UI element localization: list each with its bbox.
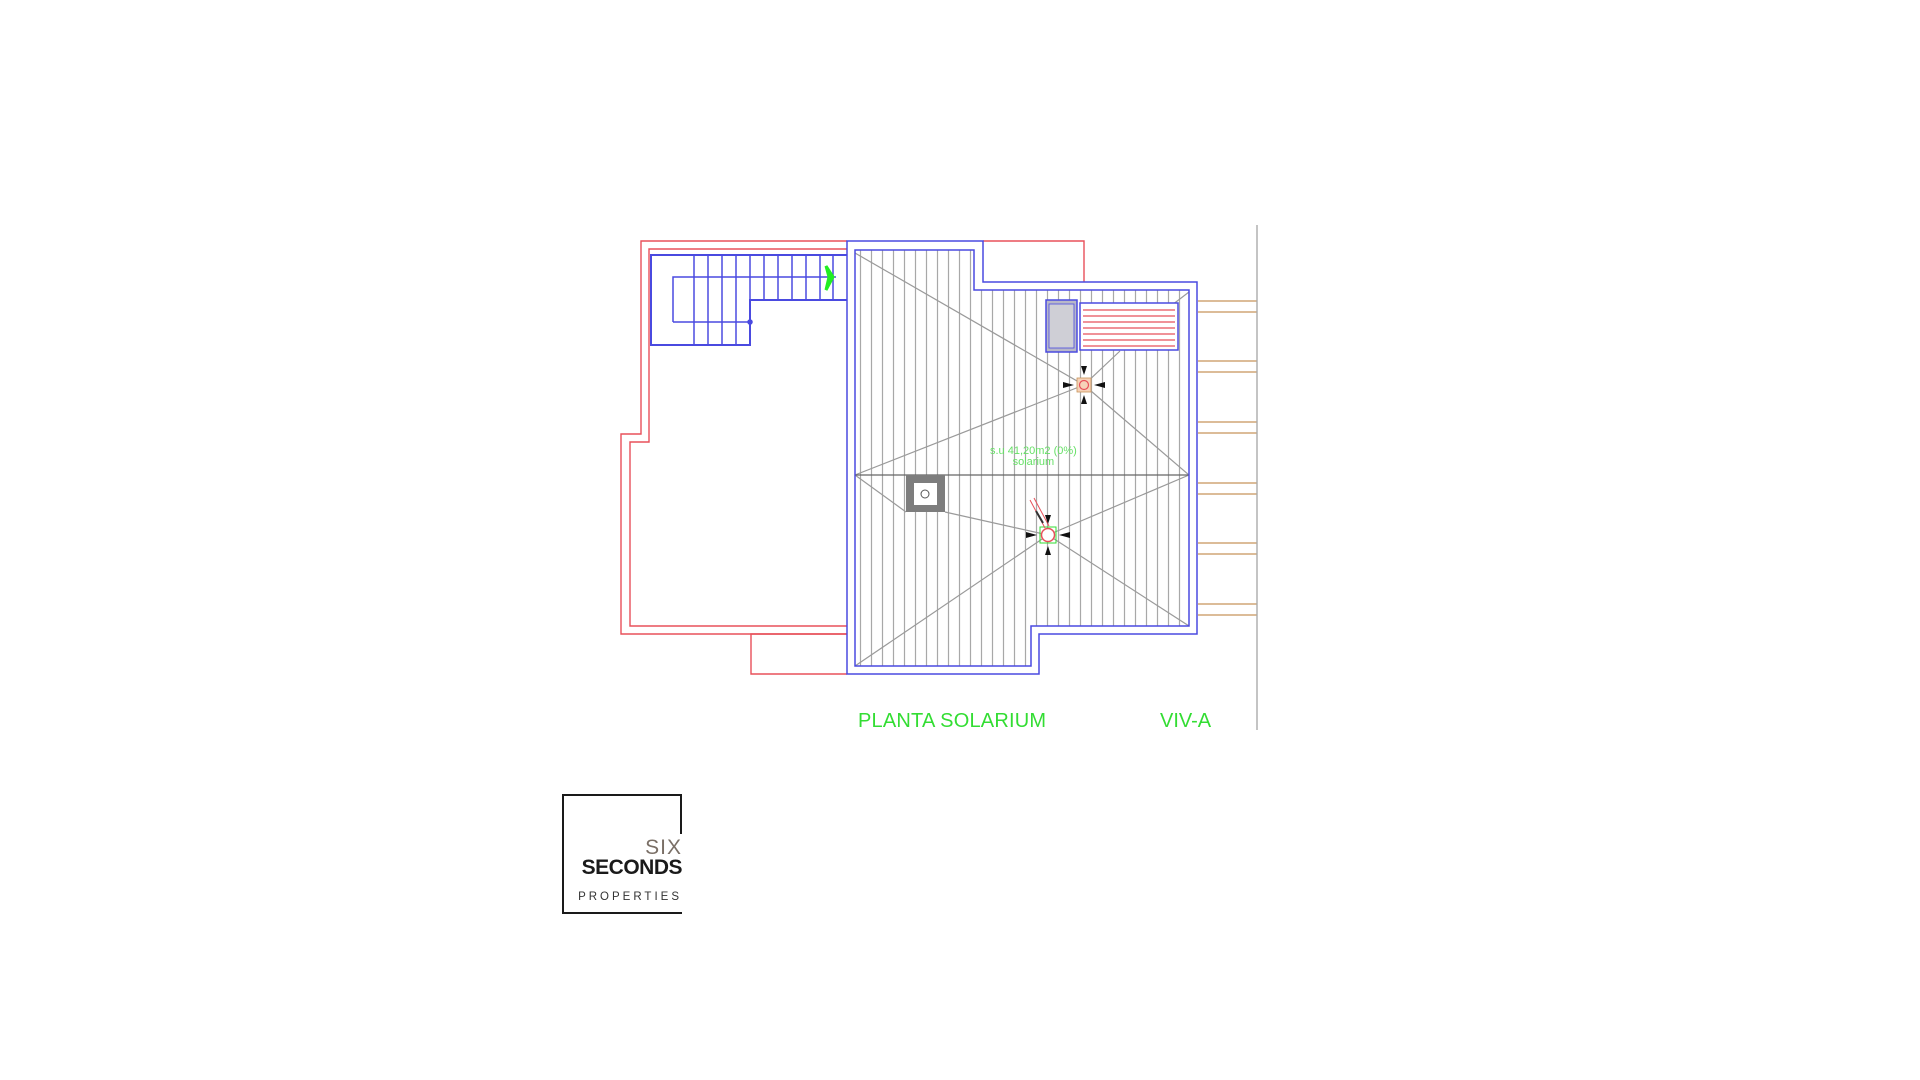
railing-lines (1198, 300, 1257, 616)
six-seconds-logo: SIX SECONDS PROPERTIES (562, 794, 683, 914)
stair-direction-arrow-icon (824, 265, 835, 291)
logo-six: SIX (645, 836, 682, 859)
lower-floor-outline (620, 240, 1085, 675)
logo-properties: PROPERTIES (578, 891, 682, 903)
logo-frame-top (562, 794, 682, 796)
chimney (906, 475, 945, 512)
bench (1079, 302, 1179, 351)
logo-frame-left (562, 794, 564, 914)
room-name: solarium (1012, 456, 1055, 468)
logo-seconds: SECONDS (581, 856, 683, 879)
drain-icon (1063, 366, 1105, 404)
plan-title: PLANTA SOLARIUM (858, 710, 1047, 732)
unit-label: VIV-A (1160, 710, 1212, 732)
solarium-walls (846, 240, 1198, 675)
area-value: s.u 41,20m2 (0%) (990, 445, 1077, 457)
logo-frame-bottom (562, 912, 682, 914)
shower (1045, 299, 1078, 353)
logo-frame-right (680, 794, 682, 834)
drain-icon (1026, 497, 1070, 555)
area-label: s.u 41,20m2 (0%) solarium (990, 446, 1077, 468)
staircase (650, 254, 847, 346)
